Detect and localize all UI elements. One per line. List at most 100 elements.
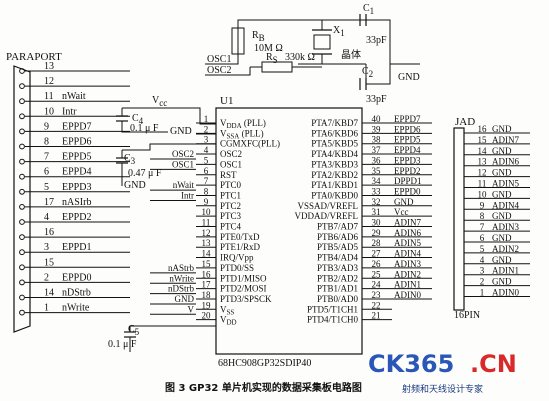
rb-label: RB	[252, 30, 265, 43]
u1-left-pin-name: PTD0/SS	[220, 263, 254, 273]
u1-left-pin-number: 1	[204, 114, 209, 124]
resistor-rb	[231, 27, 245, 55]
paraport-pin-number: 17	[44, 197, 54, 208]
jad-pin-number: 9	[480, 200, 485, 210]
paraport-pin-number: 6	[44, 167, 49, 178]
jad-pin-signal: ADIN6	[492, 157, 519, 167]
jad-footer: 16PIN	[454, 310, 480, 321]
u1-right-pin-name: PTB2/AD2	[317, 273, 358, 283]
u1-left-pin-name: PTE0/TxD	[220, 232, 260, 242]
u1-right-net-label: ADIN0	[394, 290, 421, 300]
u1-right-pin-number: 37	[372, 145, 382, 155]
jad-title: JAD	[455, 116, 475, 128]
paraport-pin-hole	[19, 219, 25, 225]
osc2-net-label: OSC2	[207, 65, 231, 76]
u1-left-pin-name: IRQ/Vpp	[220, 253, 254, 263]
u1-left-pin-name: PTC4	[220, 222, 242, 232]
u1-right-net-label: EPPD7	[394, 114, 421, 124]
paraport-pin-hole	[19, 98, 25, 105]
gnd-c4-label: GND	[170, 126, 192, 137]
jad-pin-signal: GND	[492, 189, 512, 199]
u1-right-net-label: DPPD1	[394, 176, 422, 186]
u1-left-pin-number: 19	[202, 300, 212, 310]
u1-right-net-label: EPPD6	[394, 124, 421, 134]
u1-right-pin-name: PTA6/KBD6	[311, 128, 358, 138]
jad-pin-signal: GND	[492, 146, 512, 156]
jad-pin-number: 11	[478, 179, 487, 189]
site-watermark: CK365 .CN 射频和天线设计专家	[368, 350, 517, 395]
c5-value: 0.1 μ F	[108, 339, 137, 350]
u1-right-pin-number: 29	[372, 228, 382, 238]
u1-right-pin-name: VDDAD/VREFL	[294, 211, 358, 221]
jad-pin-signal: ADIN1	[492, 266, 519, 276]
u1-left-pin-number: 8	[204, 186, 209, 196]
u1-right-pin-name: PTD5/T1CH1	[307, 304, 358, 314]
u1-left-net-label: GND	[175, 294, 195, 304]
paraport-pin-hole	[19, 234, 25, 241]
paraport-pin-number: 3	[44, 242, 49, 253]
u1-left-pin-number: 16	[202, 269, 212, 279]
jad-pin-number: 12	[478, 168, 487, 178]
paraport-pin-number: 1	[44, 303, 49, 314]
jad-pin-number: 16	[478, 124, 488, 134]
u1-right-net-label: Vcc	[394, 207, 409, 217]
rs-label: RS	[266, 52, 278, 65]
paraport-pin-number: 12	[44, 76, 54, 87]
u1-right-pin-number: 38	[372, 135, 382, 145]
oscillator-circuit: OSC1 OSC2 RB 10M Ω RS 330k Ω X1 晶体	[205, 3, 420, 105]
c3-label: C3	[124, 153, 136, 166]
u1-right-pin-number: 30	[372, 218, 382, 228]
u1-left-pin-number: 20	[202, 311, 212, 321]
u1-right-net-label: GND	[394, 197, 414, 207]
u1-part: 68HC908GP32SDIP40	[218, 358, 311, 369]
u1-right-pin-number: 33	[372, 186, 382, 196]
u1-ref: U1	[220, 95, 233, 107]
jad-pin-number: 7	[480, 222, 485, 232]
paraport-pin-number: 7	[44, 152, 49, 163]
jad-pin-signal: GND	[492, 255, 512, 265]
figure-caption: 图 3 GP32 单片机实现的数据采集板电路图	[165, 381, 362, 394]
paraport-title: PARAPORT	[6, 51, 62, 63]
jad-pin-number: 4	[480, 255, 485, 265]
crystal-x1	[312, 29, 332, 55]
paraport-pin-hole	[19, 249, 25, 256]
paraport-pin-number: 4	[44, 212, 49, 223]
u1-left-pin-number: 13	[202, 238, 212, 248]
paraport-pin-hole	[19, 173, 25, 180]
jad-pin-signal: GND	[492, 211, 512, 221]
jad-pin-number: 3	[480, 266, 485, 276]
rb-value: 10M Ω	[254, 43, 283, 54]
paraport-pin-number: 2	[44, 272, 49, 283]
u1-left-pin-number: 5	[204, 155, 209, 165]
jad-pin-signal: ADIN4	[492, 200, 519, 210]
u1-left-pin-name: PTC1	[220, 190, 241, 200]
paraport-pin-number: 16	[44, 227, 54, 238]
u1-right-net-label: EPPD5	[394, 135, 421, 145]
u1-right-pin-number: 28	[372, 238, 382, 248]
c4-label: C4	[132, 113, 144, 126]
u1-right-net-label: EPPD0	[394, 186, 421, 196]
u1-right-pin-name: PTA3/KBD3	[311, 159, 358, 169]
u1-right-pin-number: 34	[372, 176, 382, 186]
u1-right-pin-name: PTD4/T1CH0	[307, 315, 359, 325]
u1-right-pin-name: PTB7/AD7	[317, 222, 359, 232]
c5-label: C5	[128, 324, 140, 337]
paraport-pin-number: 9	[44, 121, 49, 132]
capacitor-c1	[359, 14, 367, 26]
u1-left-net-label: Intr	[181, 190, 194, 200]
jad-pin-number: 2	[480, 277, 485, 287]
u1-right-pin-name: PTB5/AD5	[317, 242, 359, 252]
paraport-pin-hole	[19, 113, 25, 120]
watermark-brand-a: CK365	[368, 350, 454, 378]
u1-right-pin-name: PTB6/AD6	[317, 232, 359, 242]
resistor-rs	[261, 61, 293, 73]
u1-left-pin-number: 9	[204, 197, 209, 207]
u1-left-pin-name: VDDA (PLL)	[220, 118, 266, 130]
paraport-pin-signal: nDStrb	[62, 288, 91, 299]
capacitor-c2	[359, 78, 367, 90]
u1-left-net-label: OSC2	[172, 149, 194, 159]
rs-value: 330k Ω	[285, 52, 315, 63]
jad-pin-signal: GND	[492, 233, 512, 243]
watermark-brand-b: .CN	[470, 350, 517, 378]
